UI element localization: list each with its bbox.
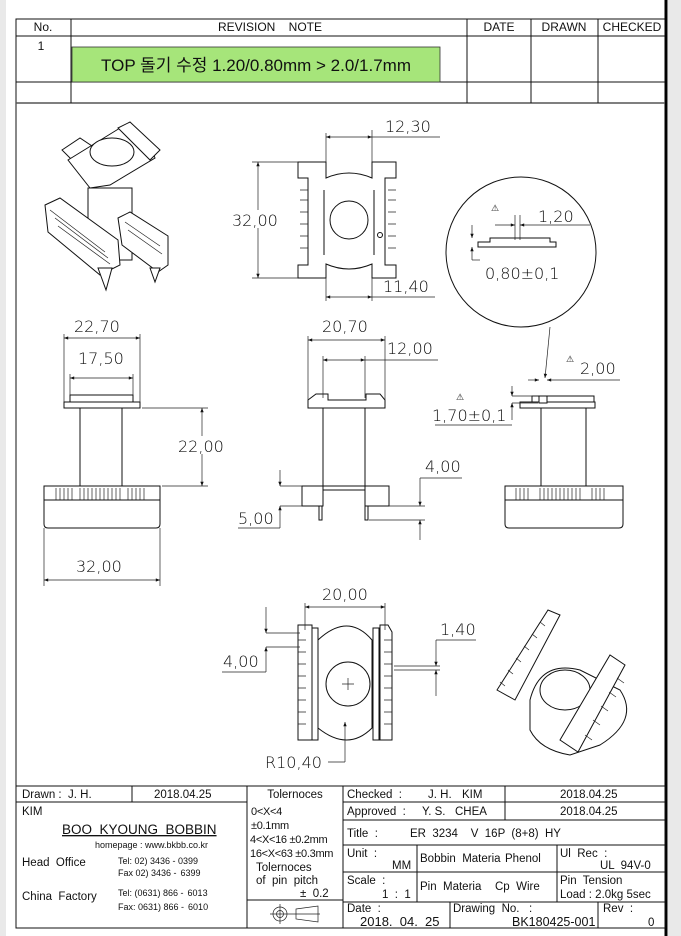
rev-label: Rev :: [603, 903, 633, 915]
projection-symbol-icon: [270, 904, 320, 924]
china-factory-tel-cont: 6013: [188, 888, 208, 898]
warning-icon: ⚠: [491, 203, 499, 213]
approved-date: 2018.04.25: [560, 806, 618, 818]
china-factory-label: China Factory: [22, 891, 97, 903]
dim-right-top: 2,00: [580, 359, 616, 378]
ul-rec-label: Ul Rec :: [560, 848, 607, 860]
dim-bottom-pitch: 4,00: [223, 652, 259, 671]
revision-highlight: [71, 46, 441, 83]
drawing-no-value: BK180425-001: [512, 915, 595, 929]
dim-top-bottom-width: 11,40: [383, 277, 429, 296]
top-view: 12,30 32,00 11,40: [232, 117, 440, 301]
tolerance-range-3: 16<X<63 ±0.3mm: [250, 848, 333, 860]
dim-detail-lower: 0,80±0,1: [485, 264, 559, 283]
header-date: DATE: [483, 20, 514, 34]
pin-tolerance-title: Tolernoces: [256, 862, 312, 874]
pin-tolerance-value: ± 0.2: [300, 888, 329, 900]
approved-by: Y. S.: [422, 806, 445, 818]
revision-table: No. REVISION NOTE DATE DRAWN CHECKED 1 T…: [16, 19, 665, 104]
bobbin-material-label: Bobbin Materia: [420, 853, 501, 865]
tolerances-title: Tolernoces: [267, 789, 323, 801]
checked-by-surname: KIM: [462, 789, 482, 801]
dim-bottom-span: 20,00: [322, 585, 368, 604]
dim-mid-pin: 4,00: [425, 457, 461, 476]
dim-left-base-width: 32,00: [76, 557, 122, 576]
dim-left-height: 22,00: [178, 437, 224, 456]
scale-value: 1 : 1: [382, 889, 411, 901]
dim-mid-base: 5,00: [238, 509, 274, 528]
warning-icon: ⚠: [566, 354, 574, 364]
detail-view: ⚠ 1,20 0,80±0,1: [445, 176, 597, 379]
pin-tension-value: Load : 2.0kg 5sec: [560, 889, 651, 901]
isometric-view-bottom: [496, 609, 628, 756]
china-factory-tel-line: Tel: (0631) 866 - 6013: [118, 888, 208, 898]
unit-value: MM: [392, 860, 411, 872]
row-1-note: TOP 돌기 수정 1.20/0.80mm > 2.0/1.7mm: [101, 56, 411, 75]
pin-tension-label: Pin Tension: [560, 875, 622, 887]
dim-left-flange-inner: 17,50: [78, 349, 124, 368]
dim-right-height: 1,70±0,1: [432, 406, 506, 425]
dim-mid-flange-inner: 12,00: [387, 339, 433, 358]
date-value: 2018. 04. 25: [360, 914, 440, 929]
china-factory-fax-line: Fax: 0631) 866 - 6010: [118, 902, 208, 912]
unit-label: Unit :: [347, 848, 377, 860]
rev-value: 0: [648, 917, 654, 929]
dim-top-width: 12,30: [385, 117, 431, 136]
isometric-view-top: [44, 121, 169, 292]
header-revision-note: REVISION NOTE: [218, 20, 322, 34]
date-label: Date :: [347, 903, 381, 915]
pin-material-value: Cp Wire: [495, 881, 540, 893]
ul-rec-value: UL 94V-0: [600, 860, 651, 872]
china-factory-tel: Tel: (0631) 866 -: [118, 888, 184, 898]
dim-mid-flange-outer: 20,70: [322, 317, 368, 336]
bobbin-material-value: Phenol: [505, 853, 541, 865]
drawn-date: 2018.04.25: [154, 789, 212, 801]
front-view-right: ⚠ 2,00 ⚠ 1,70±0,1: [432, 354, 624, 529]
title-label: Title :: [347, 828, 378, 840]
drawn-by-surname: KIM: [22, 806, 42, 818]
header-no: No.: [34, 20, 53, 34]
tolerance-range-2: 4<X<16 ±0.2mm: [250, 834, 327, 846]
pin-material-label: Pin Materia: [420, 881, 482, 893]
title-block: Drawn : J. H. KIM 2018.04.25 BOO KYOUNG …: [15, 785, 666, 929]
header-checked: CHECKED: [603, 20, 662, 34]
front-view-middle: 20,70 12,00 5,00 4,00: [238, 317, 462, 540]
dim-bottom-pin: 1,40: [440, 620, 476, 639]
checked-label: Checked :: [347, 789, 402, 801]
head-office-fax-cont: 6399: [181, 868, 201, 878]
dim-top-height: 32,00: [232, 211, 278, 230]
checked-by: J. H.: [428, 789, 452, 801]
pin-tolerance-subtitle: of pin pitch: [256, 875, 318, 887]
title-value: ER 3234 V 16P (8+8) HY: [410, 828, 561, 840]
tolerance-range-1: 0<X<4: [251, 806, 282, 818]
dim-left-flange-outer: 22,70: [74, 317, 120, 336]
approved-label: Approved :: [347, 806, 406, 818]
scale-label: Scale :: [347, 875, 385, 887]
china-factory-fax-cont: 6010: [188, 902, 208, 912]
head-office-fax: Fax 02) 3436 -: [118, 868, 177, 878]
drawn-by: Drawn : J. H.: [22, 789, 92, 801]
approved-by-surname: CHEA: [455, 806, 487, 818]
header-drawn: DRAWN: [542, 20, 587, 34]
dim-detail-upper: 1,20: [538, 207, 574, 226]
bottom-view: 20,00 4,00 1,40 R10,40: [222, 585, 476, 772]
company-name: BOO KYOUNG BOBBIN: [62, 822, 217, 837]
row-1-no: 1: [38, 39, 45, 53]
drawing-no-label: Drawing No. :: [453, 903, 532, 915]
warning-icon: ⚠: [456, 392, 464, 402]
checked-date: 2018.04.25: [560, 789, 618, 801]
head-office-label: Head Office: [22, 857, 86, 869]
tolerance-value-1: ±0.1mm: [251, 820, 289, 832]
china-factory-fax: Fax: 0631) 866 -: [118, 902, 184, 912]
dim-bottom-radius: R10,40: [265, 753, 322, 772]
head-office-fax-line: Fax 02) 3436 - 6399: [118, 868, 201, 878]
head-office-tel: Tel: 02) 3436 - 0399: [118, 856, 198, 866]
front-view-left: 22,70 17,50 22,00 32,00: [43, 317, 232, 586]
homepage: homepage : www.bkbb.co.kr: [95, 840, 208, 850]
